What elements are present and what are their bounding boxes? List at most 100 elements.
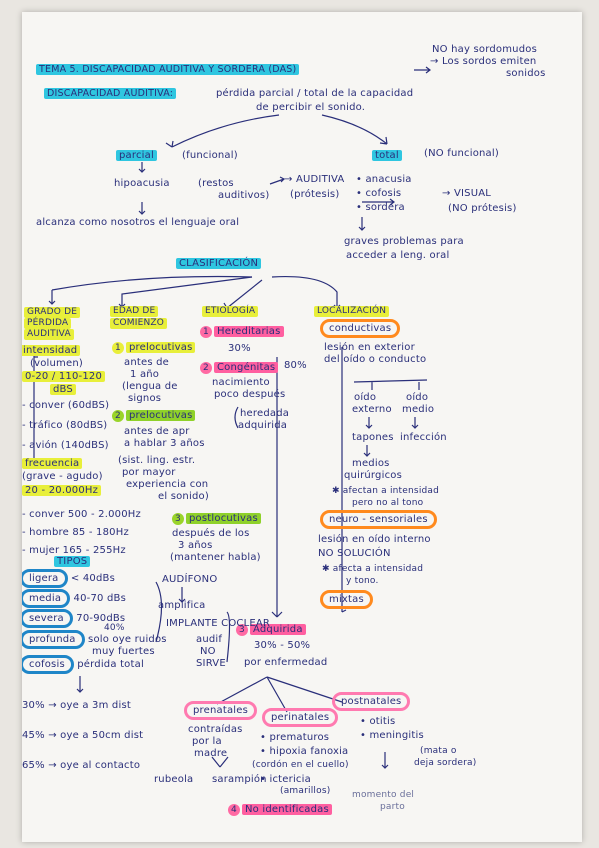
pero-no-tono: pero no al tono <box>352 498 424 508</box>
anacusia: • anacusia <box>356 174 412 185</box>
no-protesis: (NO prótesis) <box>448 203 517 214</box>
col-comienzo: COMIENZO <box>110 318 168 329</box>
note-page: NO hay sordomudos → Los sordos emiten so… <box>22 12 582 842</box>
dbs: dBS <box>50 384 76 395</box>
col-edad: EDAD DE <box>110 306 159 317</box>
y-tono: y tono. <box>346 576 379 586</box>
grave-agudo: (grave - agudo) <box>22 471 103 482</box>
mujer-hz: - mujer 165 - 255Hz <box>22 545 126 556</box>
media-value: 40-70 dBs <box>73 593 127 604</box>
oye-30: 30% → oye a 3m dist <box>22 700 131 711</box>
p40: 40% <box>104 623 125 633</box>
antes-de: antes de <box>124 357 170 368</box>
hombre-hz: - hombre 85 - 180Hz <box>22 527 129 538</box>
ligera: ligera <box>22 569 68 588</box>
parcial-label: parcial <box>116 150 157 161</box>
etio-num4: 4 <box>228 804 240 816</box>
hablar-3: a hablar 3 años <box>124 438 205 449</box>
hipoxia: • hipoxia fanoxia <box>260 746 349 757</box>
col-auditiva: AUDITIVA <box>24 329 74 340</box>
madre: madre <box>194 748 228 759</box>
prematuros: • prematuros <box>260 732 330 743</box>
col-perdida: PÉRDIDA <box>24 318 72 329</box>
neuro-sensoriales: neuro - sensoriales <box>320 510 437 529</box>
el-sonido: el sonido) <box>158 491 209 502</box>
col-localizacion: LOCALIZACIÓN <box>314 306 390 317</box>
prenatales: prenatales <box>184 701 258 720</box>
lengua-de: (lengua de <box>122 381 178 392</box>
lesion-ext: lesión en exterior <box>324 342 415 353</box>
edad-num2: 2 <box>112 410 124 422</box>
deja-sordera: deja sordera) <box>414 758 477 768</box>
implante: IMPLANTE COCLEAR <box>166 618 271 629</box>
def-text1: pérdida parcial / total de la capacidad <box>216 88 414 99</box>
auditiva-arrow: → AUDITIVA <box>284 174 345 185</box>
note-sonidos: sonidos <box>506 68 546 79</box>
experiencia: experiencia con <box>126 479 209 490</box>
p30-50: 30% - 50% <box>254 640 311 651</box>
range: 0-20 / 110-120 <box>22 371 106 382</box>
conver: - conver (60dBS) <box>22 400 110 411</box>
parcial-type: (funcional) <box>182 150 238 161</box>
oido-ext2: externo <box>352 404 392 415</box>
mantener: (mantener habla) <box>170 552 261 563</box>
hipoacusia: hipoacusia <box>114 178 170 189</box>
def-text2: de percibir el sonido. <box>256 102 366 113</box>
adquirida: adquirida <box>238 420 288 431</box>
conductivas: conductivas <box>320 319 401 338</box>
col-etiologia: ETIOLOGÍA <box>202 306 259 317</box>
tapones: tapones <box>352 432 394 443</box>
edad-num1: 1 <box>112 342 124 354</box>
afecta-int: ✱ afecta a intensidad <box>322 564 424 574</box>
restos: (restos <box>198 178 234 189</box>
media: media <box>22 589 71 608</box>
no-solucion: NO SOLUCIÓN <box>318 548 391 559</box>
frecuencia: frecuencia <box>22 458 83 469</box>
congenitas: Congénitas <box>214 362 279 373</box>
quirurgicos: quirúrgicos <box>344 470 403 481</box>
edad-num3: 3 <box>172 513 184 525</box>
tres-anos: 3 años <box>178 540 213 551</box>
lesion-oido: del oído o conducto <box>324 354 427 365</box>
hereditarias: Hereditarias <box>214 326 284 337</box>
col-grado: GRADO DE <box>24 307 81 318</box>
def-label: DISCAPACIDAD AUDITIVA: <box>44 88 177 99</box>
note-no-sordomudos: NO hay sordomudos <box>432 44 537 55</box>
cofosis-value: pérdida total <box>77 659 144 670</box>
ictericia: • ictericia <box>260 774 311 785</box>
infeccion: infección <box>400 432 447 443</box>
oido-ext1: oído <box>354 392 377 403</box>
sirve: SIRVE <box>196 658 226 669</box>
signos: signos <box>128 393 162 404</box>
mata-o: (mata o <box>420 746 457 756</box>
graves2: acceder a leng. oral <box>346 250 450 261</box>
intensidad: intensidad <box>22 345 81 356</box>
medios: medios <box>352 458 390 469</box>
adquirida-3: Adquirida <box>250 624 306 635</box>
page-title: TEMA 5. DISCAPACIDAD AUDITIVA Y SORDERA … <box>36 64 300 75</box>
cofosis-tipo: cofosis <box>22 655 74 674</box>
sarampion: sarampión <box>212 774 267 785</box>
contraidas: contraídas <box>188 724 243 735</box>
un-ano: 1 año <box>130 369 160 380</box>
amplifica: amplifica <box>158 600 206 611</box>
protesis: (prótesis) <box>290 189 340 200</box>
momento-del: momento del <box>352 790 415 800</box>
cofosis: • cofosis <box>356 188 402 199</box>
conver-hz: - conver 500 - 2.000Hz <box>22 509 141 520</box>
etio-num1: 1 <box>200 326 212 338</box>
p80: 80% <box>284 360 307 371</box>
tipos-heading: TIPOS <box>54 556 91 567</box>
no-identificadas: No identificadas <box>242 804 332 815</box>
etio-num2: 2 <box>200 362 212 374</box>
no: NO <box>200 646 216 657</box>
otitis: • otitis <box>360 716 396 727</box>
hz-range: 20 - 20.000Hz <box>22 485 102 496</box>
antes-apr: antes de apr <box>124 426 190 437</box>
clasificacion-heading: CLASIFICACIÓN <box>176 258 262 269</box>
por-la: por la <box>192 736 222 747</box>
mixtas: mixtas <box>320 590 373 609</box>
profunda: profunda <box>22 630 85 649</box>
audifono: AUDÍFONO <box>162 574 218 585</box>
poco-despues: poco después <box>214 389 286 400</box>
